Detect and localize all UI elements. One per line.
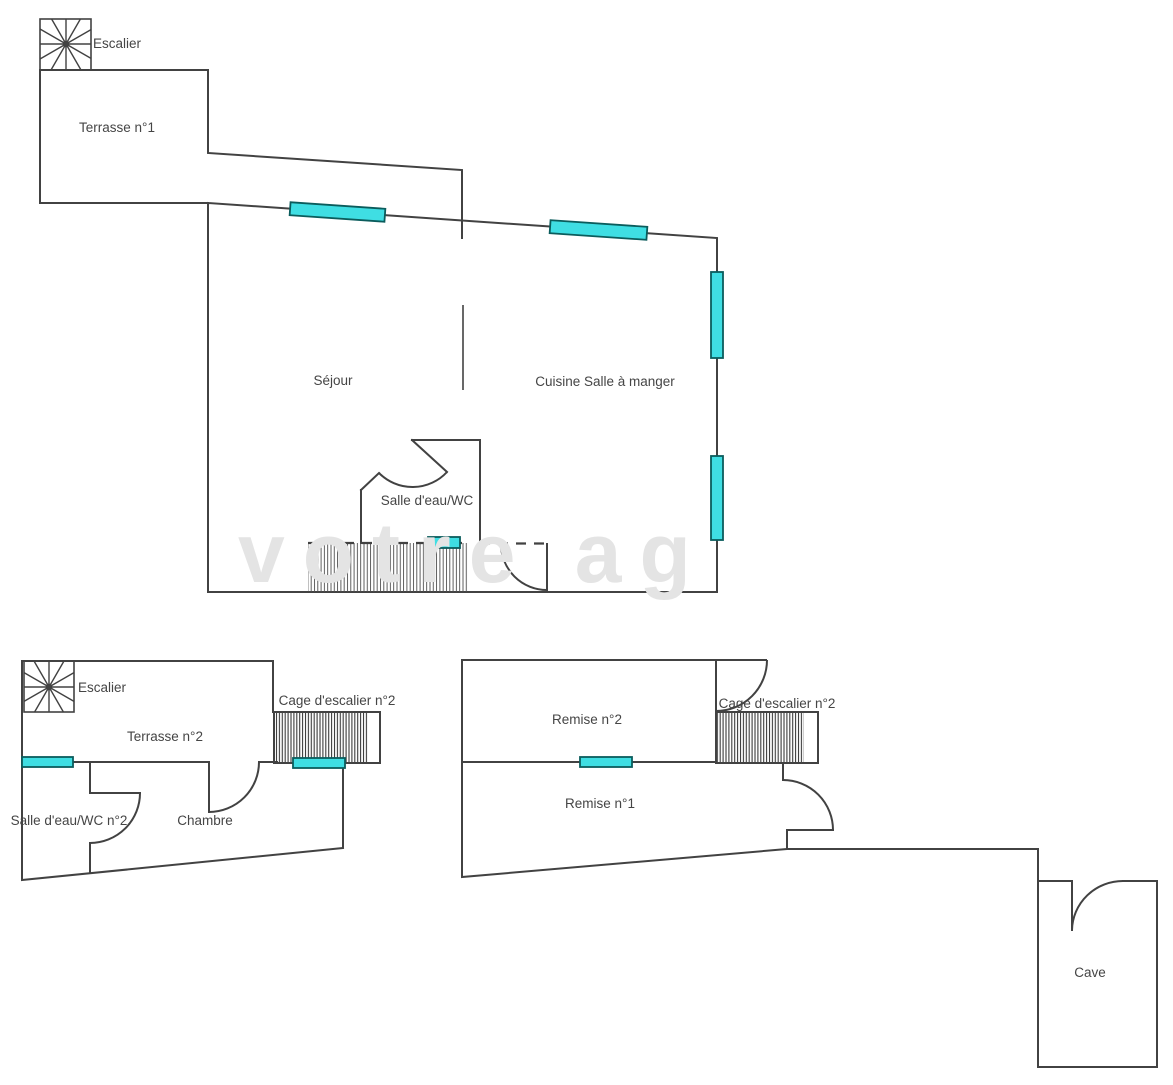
label-salle-eau-1: Salle d'eau/WC bbox=[381, 493, 474, 508]
stairwell-door-arc bbox=[715, 659, 768, 712]
label-remise-2: Remise n°2 bbox=[552, 712, 622, 727]
bathroom1-door-arc bbox=[378, 471, 448, 489]
window bbox=[427, 536, 461, 549]
window bbox=[710, 271, 724, 359]
watermark-text: votre ag bbox=[238, 506, 709, 600]
spiral-staircase-icon bbox=[39, 18, 92, 71]
label-cage-escalier-2b: Cage d'escalier n°2 bbox=[719, 696, 836, 711]
label-cage-escalier-2a: Cage d'escalier n°2 bbox=[279, 693, 396, 708]
label-terrasse-1: Terrasse n°1 bbox=[79, 120, 155, 135]
window bbox=[579, 756, 633, 768]
window bbox=[21, 756, 74, 768]
plan2-inner-walls bbox=[21, 761, 278, 874]
plan2-outline bbox=[21, 660, 345, 882]
window bbox=[288, 201, 387, 223]
main-door-arc bbox=[500, 543, 548, 591]
stairwell-hatch bbox=[715, 711, 819, 764]
plan-first-floor: Escalier Terrasse n°1 Séjour Cuisine Sal… bbox=[39, 18, 724, 593]
spiral-staircase-icon bbox=[23, 660, 75, 713]
label-cave: Cave bbox=[1074, 965, 1106, 980]
plan3-outline bbox=[461, 659, 1039, 882]
label-salle-eau-2: Salle d'eau/WC n°2 bbox=[11, 813, 128, 828]
label-remise-1: Remise n°1 bbox=[565, 796, 635, 811]
bathroom1-walls bbox=[359, 438, 481, 544]
cave-door-arc bbox=[1071, 880, 1124, 931]
stairwell-hatch bbox=[273, 711, 381, 764]
remise1-door-arc bbox=[782, 779, 834, 831]
chambre-door-arc bbox=[208, 761, 260, 813]
plan-ground-floor: Remise n°2 Cage d'escalier n°2 Remise n°… bbox=[461, 659, 1158, 1068]
window bbox=[292, 757, 346, 769]
cave-walls bbox=[1037, 880, 1158, 1068]
plan-second-floor: Escalier Terrasse n°2 Cage d'escalier n°… bbox=[11, 660, 396, 882]
terrace1-walls bbox=[39, 69, 463, 239]
label-escalier-1: Escalier bbox=[93, 36, 142, 51]
window bbox=[548, 219, 649, 241]
window bbox=[710, 455, 724, 541]
stairs-hatch bbox=[308, 541, 468, 592]
label-escalier-2: Escalier bbox=[78, 680, 127, 695]
bathroom2-door-arc bbox=[89, 792, 141, 844]
label-cuisine: Cuisine Salle à manger bbox=[535, 374, 675, 389]
label-terrasse-2: Terrasse n°2 bbox=[127, 729, 203, 744]
label-sejour: Séjour bbox=[313, 373, 353, 388]
label-chambre: Chambre bbox=[177, 813, 233, 828]
